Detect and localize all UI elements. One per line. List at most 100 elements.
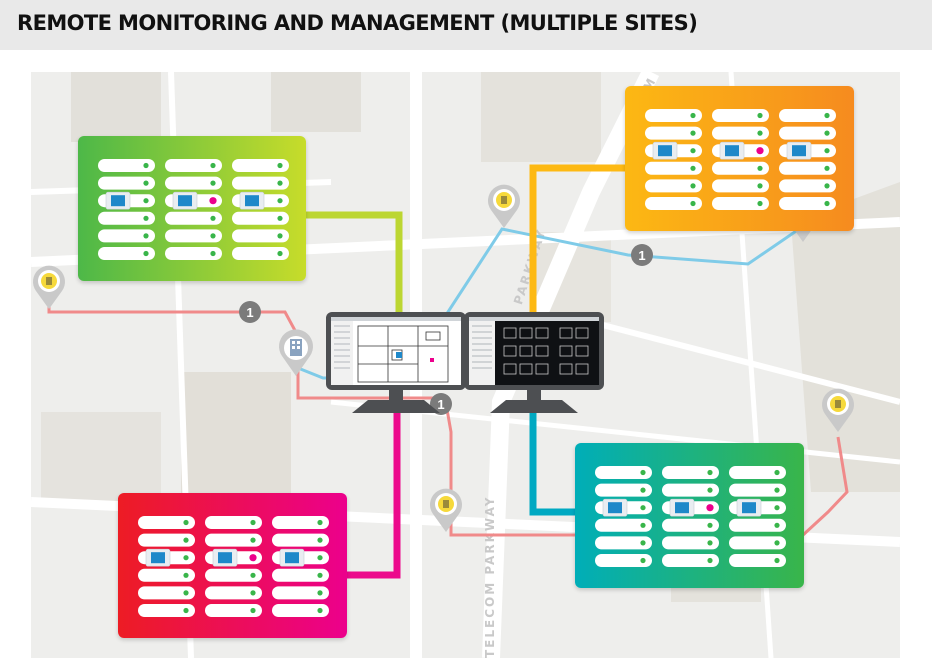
red-site-rack-panel — [118, 493, 347, 638]
server-unit — [662, 518, 719, 532]
status-led-icon — [317, 537, 323, 543]
status-led-icon — [774, 557, 780, 564]
server-unit — [645, 161, 702, 175]
street — [590, 319, 900, 405]
status-led-icon — [317, 590, 323, 596]
parkway — [482, 72, 660, 658]
status-led-icon — [183, 590, 189, 596]
orange-site-rack-panel — [625, 86, 854, 231]
status-led-icon — [183, 555, 189, 561]
server-rack-group — [98, 159, 289, 260]
status-led-icon — [824, 200, 830, 207]
route-line-red — [801, 436, 849, 537]
server-unit — [272, 533, 329, 547]
server-rack-group — [138, 516, 329, 617]
server-module-slot — [645, 141, 702, 160]
server-unit — [138, 604, 195, 617]
server-module-slot — [779, 141, 836, 160]
status-led-icon — [690, 148, 696, 154]
route-badge: 1 — [631, 244, 653, 266]
status-led-icon — [277, 233, 283, 239]
server-unit — [729, 554, 786, 567]
svg-text:1: 1 — [638, 248, 645, 263]
server-unit — [779, 197, 836, 210]
status-led-icon — [707, 540, 713, 546]
status-led-icon — [317, 555, 323, 561]
server-unit — [645, 179, 702, 193]
server-unit — [138, 516, 195, 529]
status-led-icon — [707, 522, 713, 528]
server-module-slot — [232, 191, 289, 210]
server-unit — [98, 247, 155, 260]
server-unit — [205, 604, 262, 617]
status-led-icon — [143, 180, 149, 186]
route-line-blue — [297, 223, 806, 380]
status-led-icon — [824, 148, 830, 154]
status-led-icon — [824, 130, 830, 136]
server-unit — [272, 604, 329, 617]
status-led-icon — [774, 487, 780, 493]
status-led-icon — [143, 250, 149, 257]
green-site-connector — [305, 211, 403, 320]
server-module-slot — [205, 548, 262, 567]
teal-site-rack-panel — [575, 443, 804, 588]
server-unit — [205, 516, 262, 529]
status-led-icon — [210, 180, 216, 186]
map-pin-icon — [33, 265, 65, 309]
status-led-icon — [210, 233, 216, 239]
status-led-icon — [250, 607, 256, 614]
server-module-slot — [729, 498, 786, 517]
status-led-icon — [707, 557, 713, 564]
server-unit — [232, 247, 289, 260]
status-led-icon — [690, 183, 696, 189]
status-led-icon — [757, 130, 763, 136]
server-unit — [662, 483, 719, 497]
building-pin-icon — [279, 329, 313, 376]
status-led-icon — [277, 162, 283, 169]
status-led-icon — [183, 607, 189, 614]
status-led-icon — [143, 215, 149, 221]
status-led-icon — [250, 572, 256, 578]
server-unit — [165, 229, 222, 243]
server-unit — [272, 586, 329, 600]
server-unit — [645, 197, 702, 210]
server-unit — [595, 536, 652, 550]
status-led-icon — [640, 540, 646, 546]
status-led-icon — [690, 200, 696, 207]
alert-led-icon — [249, 554, 257, 562]
page-title: REMOTE MONITORING AND MANAGEMENT (MULTIP… — [17, 11, 698, 35]
status-led-icon — [317, 572, 323, 578]
status-led-icon — [210, 162, 216, 169]
status-led-icon — [690, 165, 696, 171]
status-led-icon — [774, 469, 780, 476]
server-module-slot — [165, 191, 222, 210]
server-unit — [662, 536, 719, 550]
server-unit — [232, 159, 289, 172]
status-led-icon — [250, 537, 256, 543]
city-block — [271, 72, 361, 132]
green-site-rack-panel — [78, 136, 306, 281]
server-unit — [712, 197, 769, 210]
status-led-icon — [317, 519, 323, 526]
status-led-icon — [757, 165, 763, 171]
svg-text:1: 1 — [246, 305, 253, 320]
status-led-icon — [277, 215, 283, 221]
city-block — [71, 72, 161, 142]
status-led-icon — [690, 130, 696, 136]
server-unit — [98, 211, 155, 225]
monitor-neck — [389, 390, 403, 400]
server-module-slot — [138, 548, 195, 567]
map-pin-icon — [430, 488, 462, 532]
server-unit — [645, 109, 702, 122]
teal-site-connector — [529, 410, 577, 516]
server-unit — [138, 533, 195, 547]
server-rack-group — [595, 466, 786, 567]
status-led-icon — [640, 505, 646, 511]
status-led-icon — [640, 469, 646, 476]
status-led-icon — [277, 250, 283, 257]
server-unit — [779, 179, 836, 193]
status-led-icon — [824, 112, 830, 119]
floorplan-monitor — [326, 312, 466, 413]
status-led-icon — [143, 233, 149, 239]
server-unit — [205, 586, 262, 600]
